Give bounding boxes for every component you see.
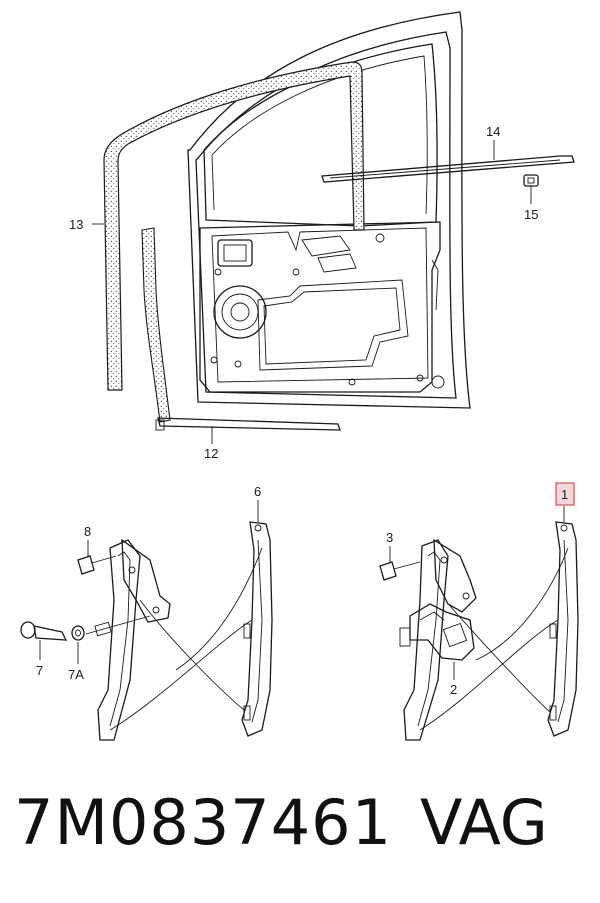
- speaker: [213, 285, 267, 339]
- callout-1-highlight: [555, 482, 575, 506]
- glass-channel: [141, 227, 171, 423]
- leader-lines: [39, 140, 565, 680]
- lower-strip-12: [157, 417, 341, 431]
- callout-14: 14: [486, 124, 500, 139]
- regulator-right: [379, 521, 579, 741]
- rail-6: [241, 521, 273, 737]
- door-inner-frame: [195, 31, 457, 399]
- callout-1: 1: [561, 487, 568, 502]
- callout-13: 13: [69, 217, 83, 232]
- callout-15: 15: [524, 207, 538, 222]
- crank-handle-7: [20, 621, 68, 641]
- callout-8: 8: [84, 524, 91, 539]
- clip-15: [523, 174, 539, 187]
- callout-7: 7: [36, 663, 43, 678]
- callout-7a: 7A: [68, 667, 84, 682]
- door-assembly: [103, 11, 575, 431]
- part-number: 7M0837461: [14, 786, 393, 859]
- callout-3: 3: [386, 530, 393, 545]
- callout-12: 12: [204, 446, 218, 461]
- regulator-left: [20, 521, 273, 741]
- bolt-8: [77, 555, 117, 575]
- washer-7A: [71, 625, 85, 641]
- door-outer-frame: [187, 11, 471, 409]
- bolt-3: [379, 561, 421, 581]
- rail-14: [321, 155, 575, 183]
- window-opening: [203, 43, 438, 227]
- callout-2: 2: [450, 682, 457, 697]
- panel-cutout: [217, 239, 253, 267]
- window-seal-13: [103, 61, 365, 391]
- motor-2: [399, 603, 475, 661]
- callout-6: 6: [254, 484, 261, 499]
- brand-label: VAG: [420, 786, 548, 859]
